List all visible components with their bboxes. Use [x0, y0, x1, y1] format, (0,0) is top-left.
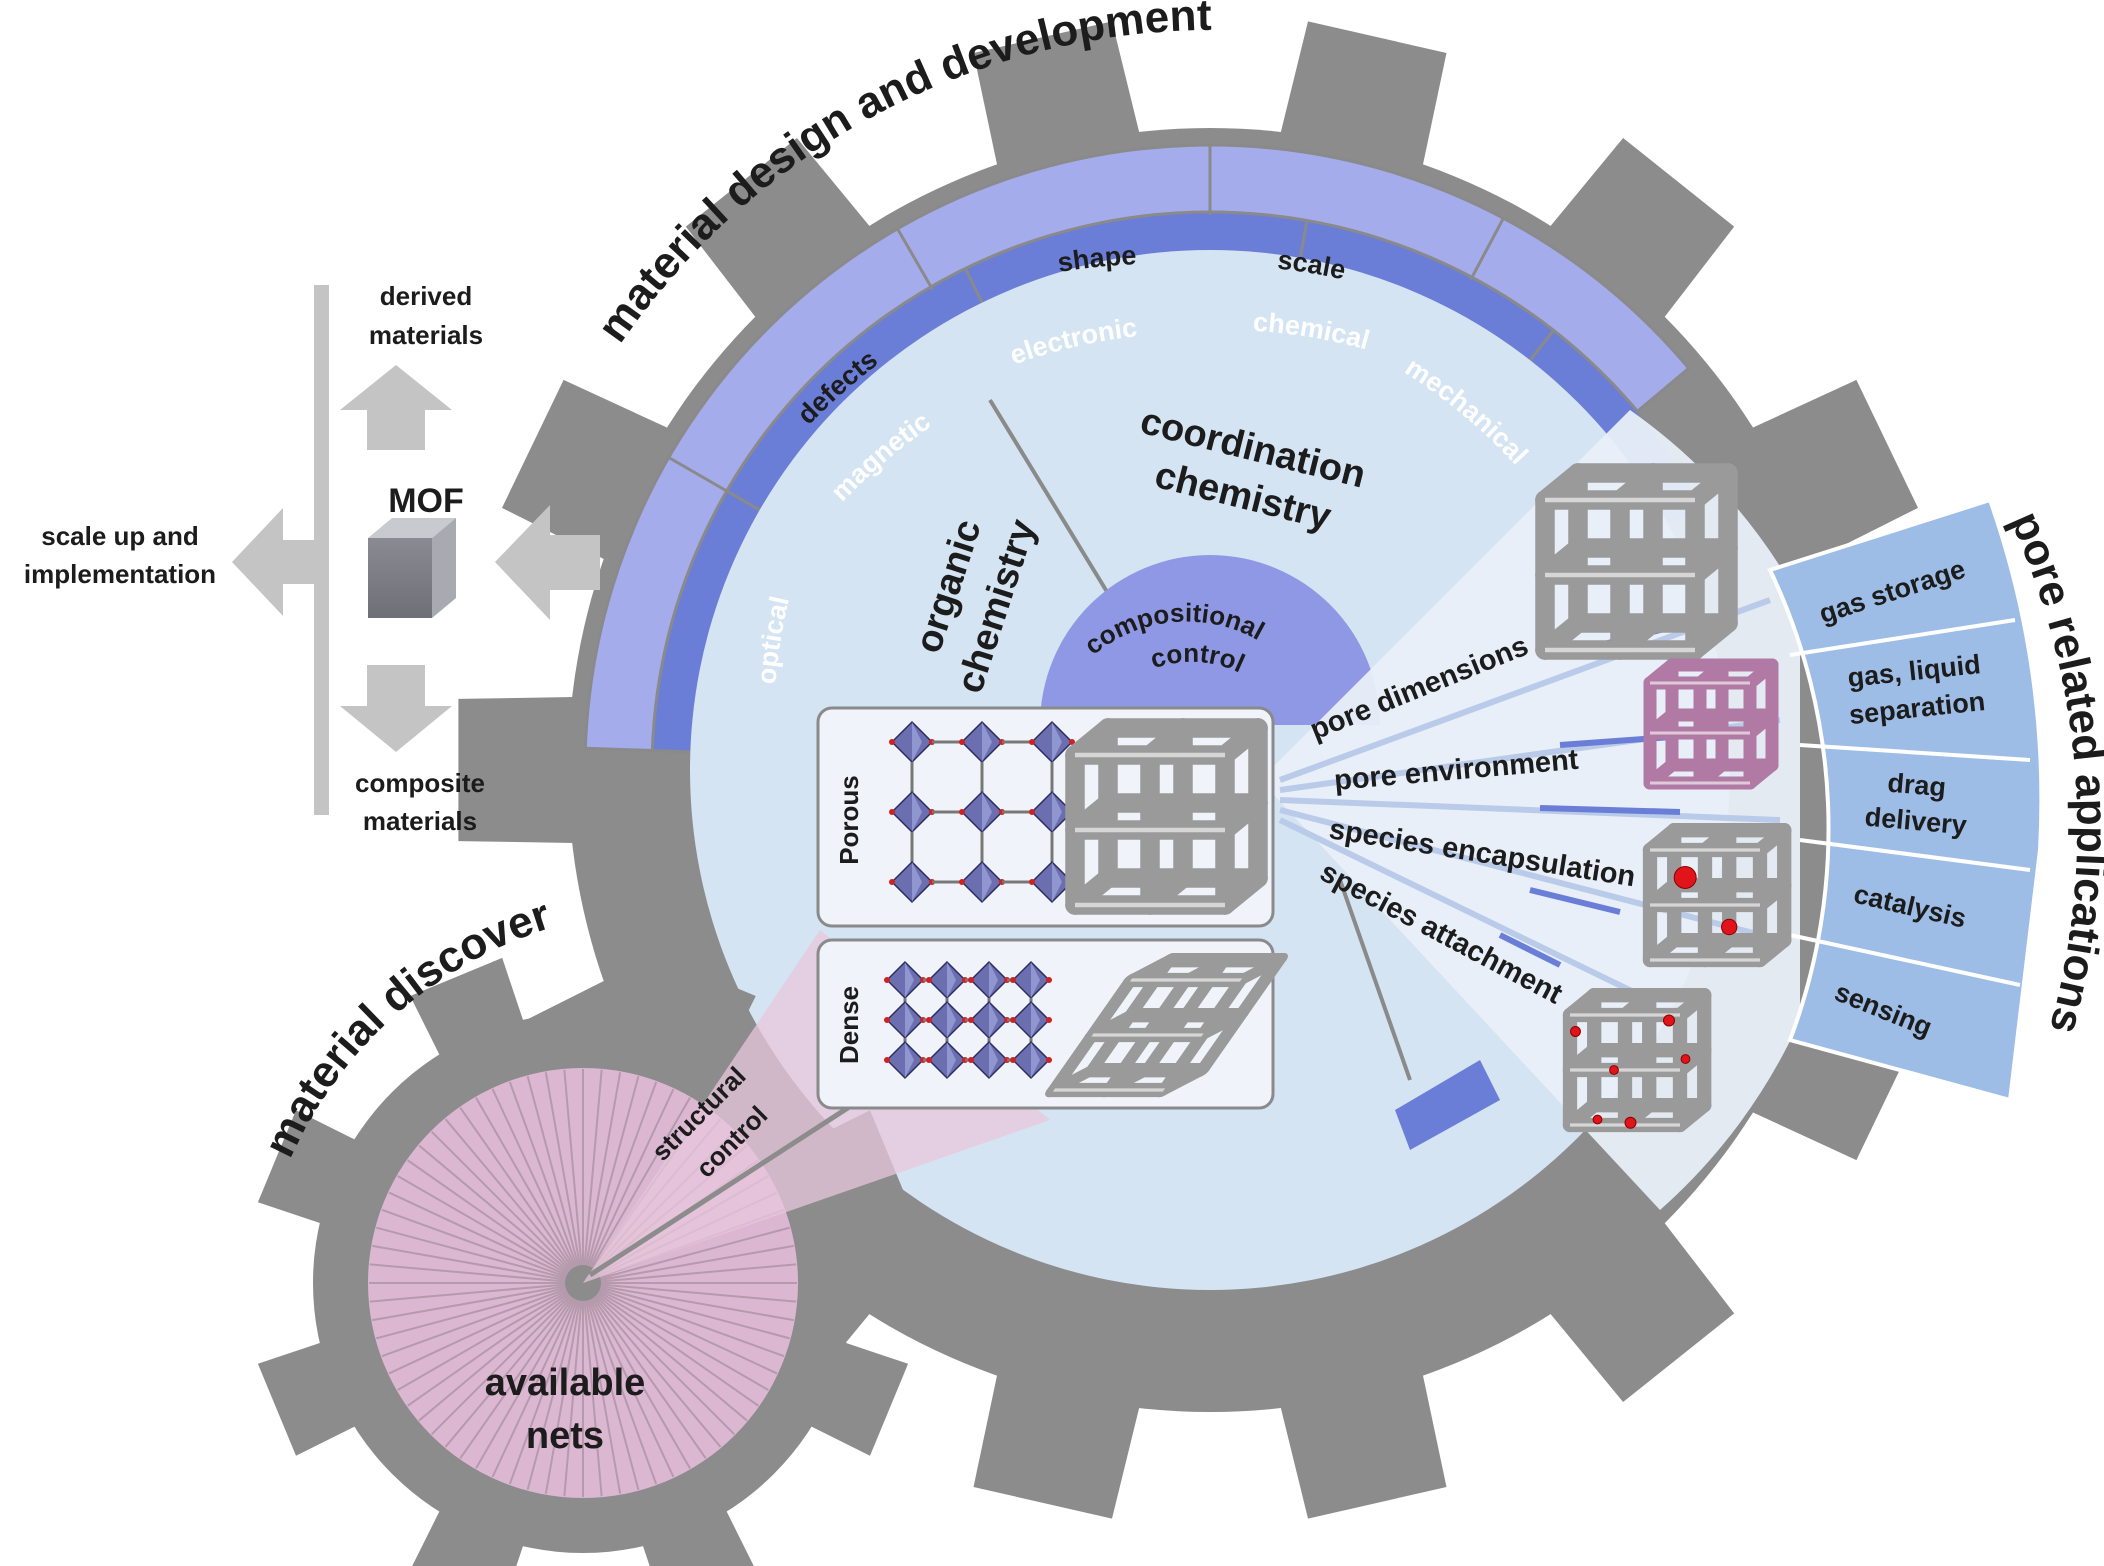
cage-model-dimensions — [1535, 463, 1738, 660]
mof-cube — [368, 518, 456, 618]
dense-label: Dense — [834, 986, 864, 1064]
mof-label: MOF — [388, 482, 464, 520]
composite-label-2: materials — [363, 806, 477, 836]
porous-label: Porous — [834, 775, 864, 865]
composite-label-1: composite — [355, 768, 485, 798]
dense-box — [816, 938, 1288, 1110]
available-nets-label-1: available — [485, 1362, 646, 1404]
arrow-down — [340, 665, 452, 752]
porous-surface-model — [1065, 718, 1268, 915]
cage-model-attachment — [1562, 988, 1712, 1133]
derived-label-1: derived — [380, 281, 473, 311]
dense-polyhedra-model — [884, 960, 1052, 1080]
structural-control-wedge — [583, 930, 1050, 1283]
sector-dividers — [988, 398, 1412, 1081]
cage-model-environment — [1643, 658, 1779, 790]
cage-model-encapsulation — [1642, 823, 1792, 968]
arrow-left — [232, 508, 314, 616]
mof-vertical-bar — [314, 285, 329, 815]
scale-up-label-1: scale up and — [41, 521, 199, 551]
porous-box — [816, 706, 1275, 928]
scale-up-label-2: implementation — [24, 559, 216, 589]
available-nets-label-2: nets — [526, 1415, 604, 1457]
lower-band-tab — [1395, 1060, 1500, 1150]
app-drug-1: drag — [1886, 768, 1947, 803]
mof-panel — [232, 285, 600, 815]
dense-surface-model — [1045, 953, 1288, 1098]
net-spokes — [369, 1069, 797, 1497]
applications-band — [1767, 497, 2044, 1103]
porous-polyhedra-model — [889, 720, 1075, 904]
compositional-control-sector — [1040, 555, 1380, 725]
derived-label-2: materials — [369, 320, 483, 350]
structural-control-line — [588, 1097, 862, 1278]
arrow-right-in — [495, 505, 600, 620]
arrow-up — [340, 365, 452, 450]
